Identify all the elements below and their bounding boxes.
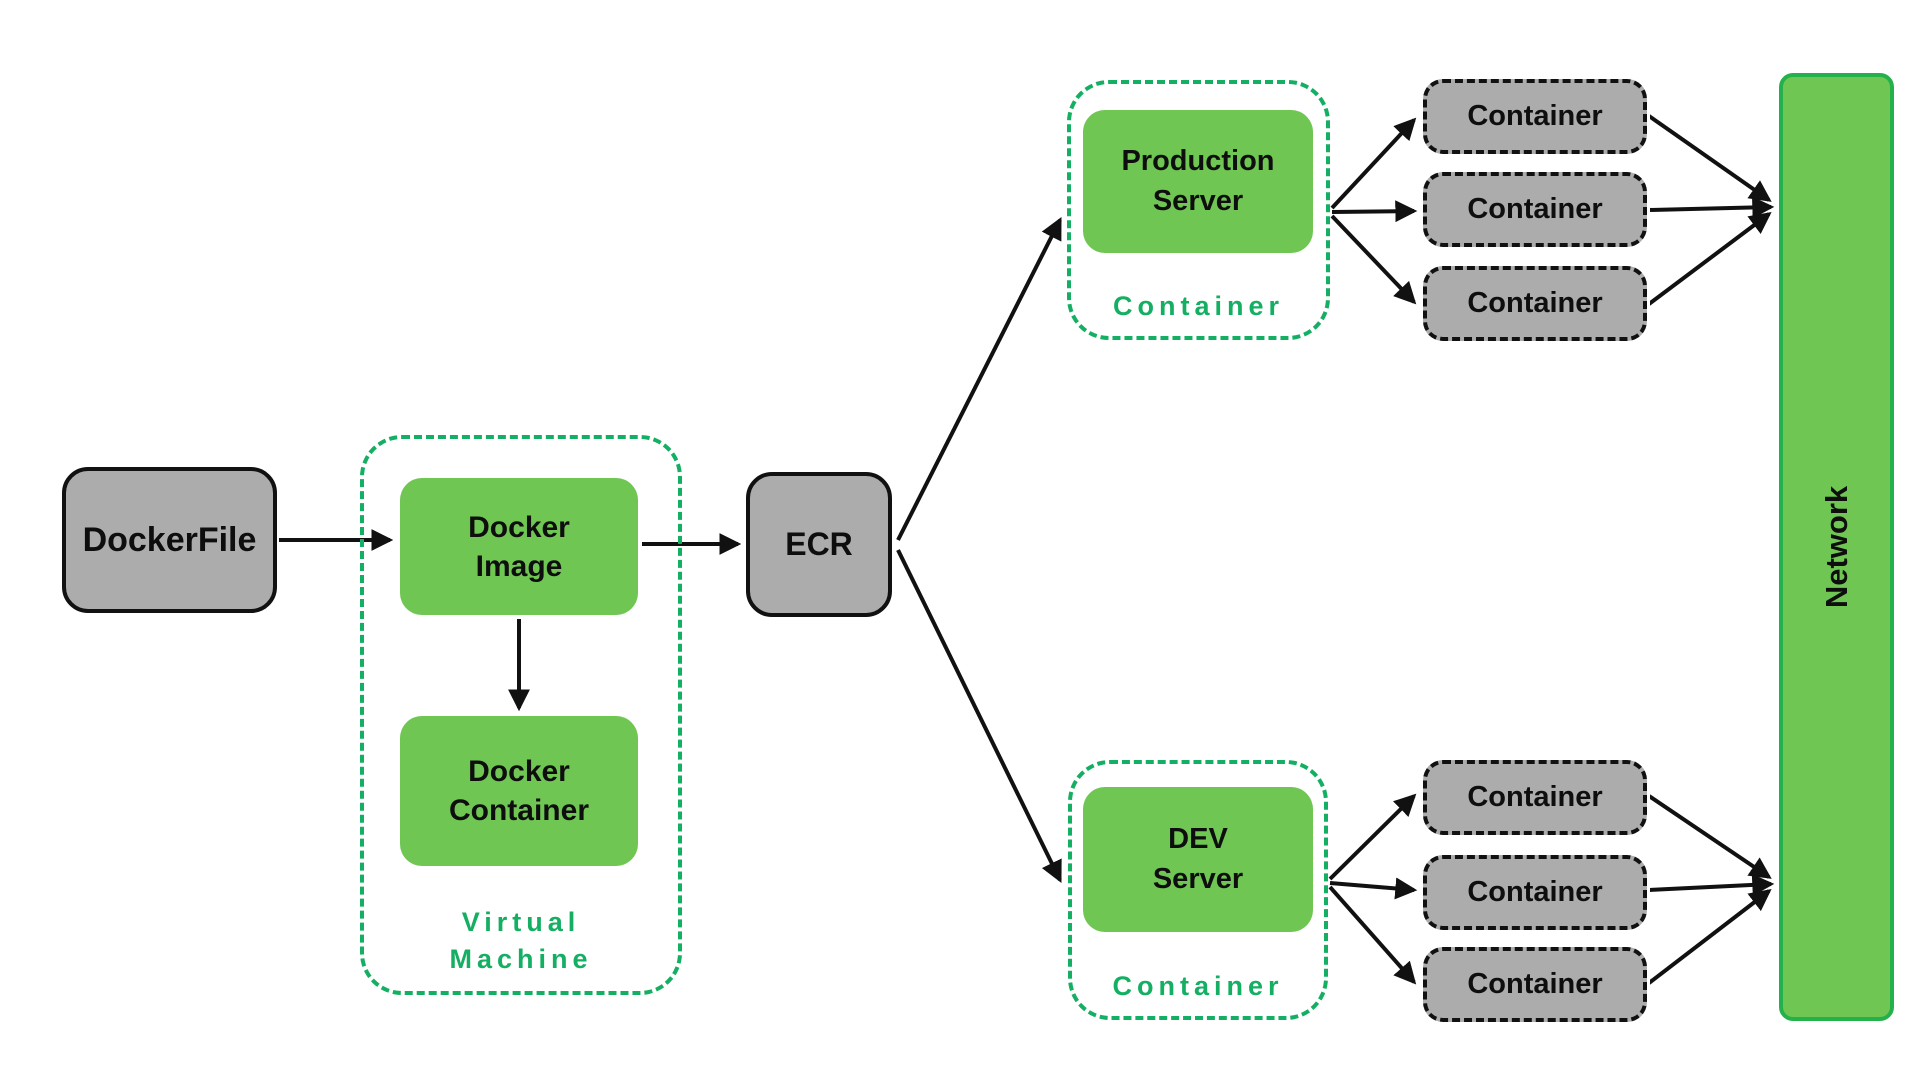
dev-group-label-text: Container [1112, 971, 1284, 1001]
production-server-node: Production Server [1083, 110, 1313, 253]
arrow-dev-to-container-1 [1328, 793, 1417, 881]
arrow-dev-to-container-2 [1329, 877, 1418, 900]
dev-container-node-1: Container [1423, 760, 1647, 835]
network-label: Network [1818, 485, 1854, 609]
arrow-container-2-to-network [1648, 196, 1775, 219]
production-container-node-3: Container [1423, 266, 1647, 341]
arrow-ecr-to-production [896, 217, 1062, 541]
arrow-dev-to-container-3 [1328, 885, 1417, 985]
ecr-label: ECR [785, 526, 853, 562]
arrow-container-6-to-network [1647, 888, 1772, 985]
virtual-machine-group-label: Virtual Machine [364, 904, 678, 977]
production-container-label-3: Container [1467, 287, 1603, 319]
dockerfile-node: DockerFile [62, 467, 277, 613]
dev-server-node: DEV Server [1083, 787, 1313, 932]
dev-group-label: Container [1072, 971, 1324, 1002]
dev-container-node-2: Container [1423, 855, 1647, 930]
dockerfile-label: DockerFile [82, 520, 257, 559]
docker-image-node: Docker Image [400, 478, 638, 615]
production-container-group: Container [1067, 80, 1330, 340]
ecr-node: ECR [746, 472, 892, 617]
virtual-machine-group-label-text: Virtual Machine [449, 907, 593, 974]
arrow-container-1-to-network [1647, 114, 1772, 202]
dev-container-node-3: Container [1423, 947, 1647, 1022]
production-container-node-1: Container [1423, 79, 1647, 154]
arrow-container-3-to-network [1647, 212, 1772, 306]
dev-container-label-3: Container [1467, 968, 1603, 1000]
production-group-label: Container [1071, 291, 1326, 322]
docker-container-label: Docker Container [448, 755, 589, 827]
arrow-prod-to-container-1 [1330, 117, 1417, 210]
arrow-container-5-to-network [1648, 873, 1775, 896]
dev-container-label-1: Container [1467, 781, 1603, 813]
production-container-label-1: Container [1467, 100, 1603, 132]
docker-container-node: Docker Container [400, 716, 638, 866]
production-group-label-text: Container [1112, 291, 1284, 321]
docker-image-label: Docker Image [468, 510, 570, 583]
production-container-node-2: Container [1423, 172, 1647, 247]
virtual-machine-group: Virtual Machine [360, 435, 682, 995]
production-server-label: Production Server [1121, 145, 1275, 217]
dev-container-label-2: Container [1467, 876, 1603, 908]
production-container-label-2: Container [1467, 193, 1603, 225]
arrow-ecr-to-dev [896, 549, 1062, 883]
network-node: Network [1779, 73, 1894, 1021]
arrow-prod-to-container-3 [1330, 214, 1417, 305]
arrow-prod-to-container-2 [1331, 200, 1418, 223]
dev-container-group: Container [1068, 760, 1328, 1020]
dev-server-label: DEV Server [1152, 823, 1244, 895]
arrow-container-4-to-network [1647, 794, 1772, 879]
